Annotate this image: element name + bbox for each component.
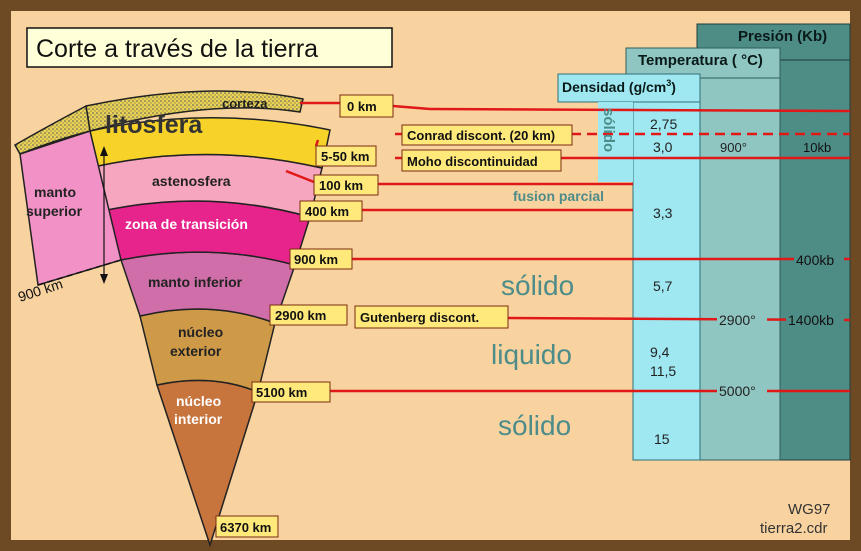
title-box — [26, 27, 393, 68]
pressure-label-bg — [794, 251, 844, 269]
density-header-box — [557, 73, 701, 103]
depth-5-50-label: 5-50 km — [321, 149, 369, 164]
depth-6370-label: 6370 km — [220, 520, 271, 535]
corteza-label: corteza — [222, 96, 268, 111]
manto-superior-label-1: manto — [34, 184, 76, 200]
depth-100-box — [313, 174, 379, 196]
nucleo-exterior-label-2: exterior — [170, 343, 222, 359]
transicion-label: zona de transición — [125, 216, 248, 232]
temperature-header-box — [625, 47, 781, 79]
depth-2900-box — [269, 304, 348, 326]
depth-5100-box — [251, 381, 331, 403]
astenosfera-label: astenosfera — [152, 173, 231, 189]
gutenberg-box — [354, 305, 509, 329]
temperature-label-bg — [717, 382, 767, 400]
credit-author: WG97 — [788, 501, 831, 518]
upper-mantle-block — [19, 130, 122, 286]
arrow-head-bottom — [100, 274, 108, 284]
page-title: Corte a través de la tierra — [36, 35, 318, 63]
moho-label: Moho discontinuidad — [407, 154, 538, 169]
density-crust-gap — [598, 102, 633, 182]
conrad-box — [401, 124, 573, 146]
depth-5-50-box — [315, 145, 377, 167]
solido-core-label: sólido — [498, 410, 571, 441]
moho-box — [401, 149, 562, 172]
density-column — [632, 101, 701, 461]
upper-mantle-crust — [13, 104, 91, 155]
pressure-label-bg — [786, 311, 844, 329]
depth-6370-box — [215, 515, 279, 538]
solido-mantle-label: sólido — [501, 270, 574, 301]
temperature-column — [699, 77, 781, 461]
nucleo-exterior-label-1: núcleo — [178, 324, 223, 340]
depth-900-box — [289, 248, 353, 270]
nucleo-interior-label-2: interior — [174, 411, 223, 427]
density-value: 2,75 — [650, 116, 677, 132]
temperature-header: Temperatura ( °C) — [638, 52, 763, 69]
pressure-value: 10kb — [803, 140, 831, 155]
pressure-value: 1400kb — [788, 312, 834, 328]
gutenberg-label: Gutenberg discont. — [360, 310, 479, 325]
credit-file: tierra2.cdr — [760, 520, 828, 537]
density-value: 3,3 — [653, 205, 673, 221]
temperature-label-bg — [717, 311, 767, 329]
depth-0-box — [339, 94, 394, 118]
conrad-label: Conrad discont. (20 km) — [407, 128, 555, 143]
liquido-label: liquido — [491, 339, 572, 370]
depth-400-box — [299, 200, 363, 222]
arrow-head-top — [100, 146, 108, 156]
density-value: 11,5 — [650, 363, 676, 379]
pressure-value: 400kb — [796, 252, 834, 268]
litosfera-label: litosfera — [105, 111, 203, 139]
manto-inferior-label: manto inferior — [148, 274, 243, 290]
depth-5100-label: 5100 km — [256, 385, 307, 400]
density-value: 15 — [654, 431, 670, 447]
depth-label-group: 0 km 5-50 km 100 km 400 km 900 km 2900 k… — [215, 94, 394, 538]
density-value: 3,0 — [653, 139, 673, 155]
lithosphere-layer — [89, 117, 331, 169]
depth-0-label: 0 km — [347, 99, 377, 114]
density-header: Densidad (g/cm3) — [562, 78, 676, 95]
density-value: 5,7 — [653, 278, 673, 294]
depth-900-label: 900 km — [294, 252, 338, 267]
fusion-parcial-label: fusion parcial — [513, 188, 604, 204]
density-value: 9,4 — [650, 344, 670, 360]
nucleo-interior-label-1: núcleo — [176, 393, 221, 409]
depth-400-label: 400 km — [305, 204, 349, 219]
depth-900-dashed-line — [37, 259, 122, 286]
pressure-header: Presión (Kb) — [738, 28, 827, 45]
crust-layer — [85, 90, 304, 132]
solido-vertical-label: sólido — [600, 108, 617, 152]
temperature-value: 2900° — [719, 312, 756, 328]
temperature-value: 5000° — [719, 383, 756, 399]
depth-2900-label: 2900 km — [275, 308, 326, 323]
manto-superior-label-2: superior — [26, 203, 83, 219]
temperature-value: 900° — [720, 140, 747, 155]
depth-100-label: 100 km — [319, 178, 363, 193]
